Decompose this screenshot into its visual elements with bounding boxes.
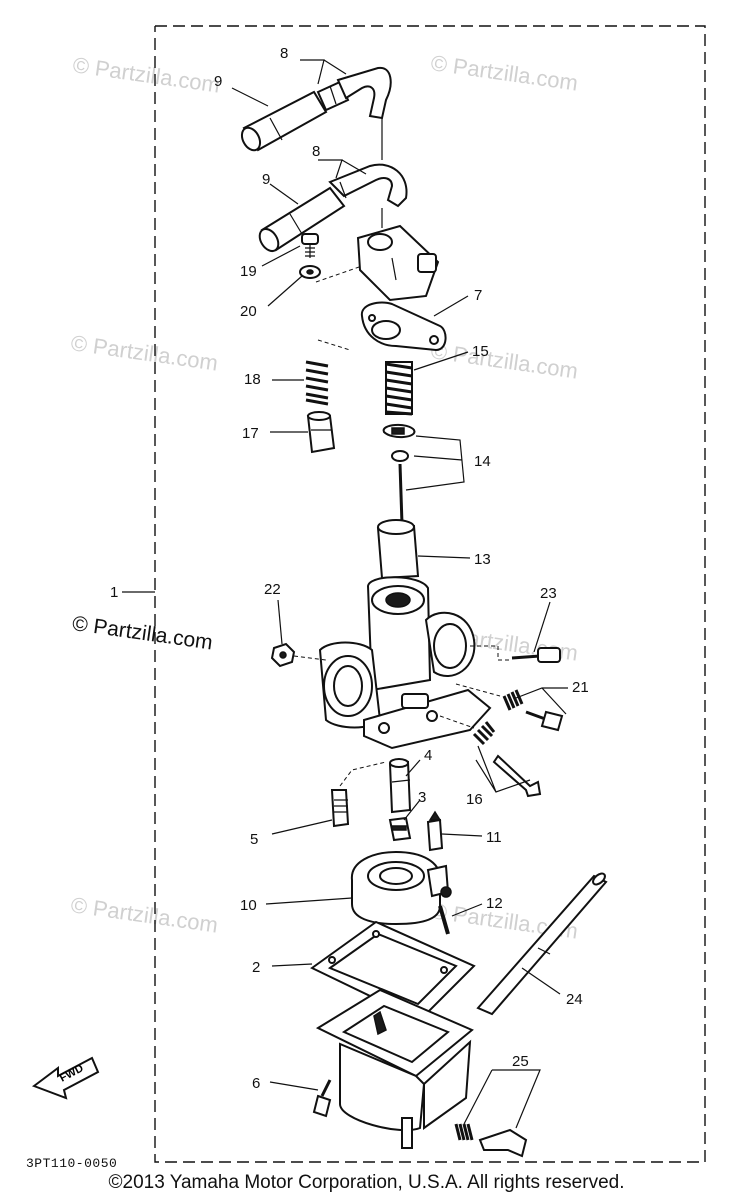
watermark: © Partzilla.com [69, 892, 219, 937]
part-10-float [350, 850, 452, 926]
callout-leaders [231, 59, 568, 1129]
part-9-lower-hose [258, 186, 346, 253]
callout-20: 20 [240, 303, 257, 320]
part-19-screw [301, 233, 319, 258]
callout-3: 3 [418, 789, 426, 806]
front-arrow-icon: FWD [31, 1056, 100, 1100]
leader-dash [455, 683, 501, 697]
callout-1: 1 [110, 584, 118, 601]
part-7-plate [360, 301, 447, 352]
callout-8: 8 [280, 45, 288, 62]
callout-23: 23 [540, 585, 557, 602]
part-float-bowl [315, 988, 474, 1149]
part-25-spring [454, 1123, 474, 1141]
callout-9: 9 [262, 171, 270, 188]
part-16-spring [472, 721, 496, 746]
callout-21: 21 [572, 679, 589, 696]
callout-25: 25 [512, 1053, 529, 1070]
watermark: © Partzilla.com [71, 52, 221, 97]
callout-2: 2 [252, 959, 260, 976]
part-24-hose [476, 872, 608, 1016]
part-2-gasket [310, 920, 476, 1022]
callout-11: 11 [486, 829, 502, 846]
callout-numbers: 8 9 8 9 19 20 7 15 18 17 14 13 22 23 21 … [214, 45, 589, 1092]
part-5-pilot-jet [330, 789, 350, 828]
part-cap [356, 224, 440, 302]
callout-13: 13 [474, 551, 491, 568]
drawing-code: 3PT110-0050 [26, 1156, 118, 1171]
assembly-border [154, 25, 706, 1163]
part-11-float-valve [426, 810, 444, 852]
callout-4: 4 [424, 747, 432, 764]
part-22-nut [270, 642, 296, 668]
part-9-upper-hose [240, 90, 328, 152]
callout-14: 14 [474, 453, 491, 470]
callout-24: 24 [566, 991, 583, 1008]
callout-6: 6 [252, 1075, 260, 1092]
part-16-screw [492, 754, 542, 798]
callout-5: 5 [250, 831, 258, 848]
callout-19: 19 [240, 263, 257, 280]
callout-12: 12 [486, 895, 503, 912]
watermark: © Partzilla.com [429, 50, 579, 95]
callout-8: 8 [312, 143, 320, 160]
watermark: © Partzilla.com [429, 338, 579, 383]
part-15-spring [385, 361, 413, 416]
watermark: © Partzilla.com [69, 330, 219, 375]
part-8-upper-elbow [316, 66, 392, 120]
part-4-jet-holder [388, 758, 412, 814]
part-carburetor-body [318, 576, 492, 750]
part-13-valve [376, 519, 420, 580]
callout-10: 10 [240, 897, 257, 914]
part-14-clip [382, 424, 416, 438]
leader-dash [315, 265, 363, 283]
callout-18: 18 [244, 371, 261, 388]
part-8-lower-elbow [328, 163, 408, 208]
callout-17: 17 [242, 425, 259, 442]
callout-15: 15 [472, 343, 489, 360]
part-18-spring [305, 360, 329, 406]
part-20-washer [299, 265, 321, 279]
part-17-plunger [306, 411, 336, 454]
part-14-washer [391, 450, 409, 462]
part-12-pin [438, 905, 450, 935]
watermark-group: © Partzilla.com © Partzilla.com © Partzi… [69, 50, 579, 943]
leader-dash [470, 645, 512, 661]
leader-dash [339, 761, 387, 787]
copyright-notice: ©2013 Yamaha Motor Corporation, U.S.A. A… [108, 1172, 625, 1193]
part-21-spring [502, 689, 524, 711]
leader-dash [293, 655, 327, 661]
part-25-screw [478, 1128, 528, 1158]
callout-22: 22 [264, 581, 281, 598]
part-6-screw [312, 1079, 332, 1118]
callout-16: 16 [466, 791, 483, 808]
part-14-needle [398, 463, 404, 525]
leader-dash [317, 339, 351, 351]
leader-dash [439, 715, 475, 729]
part-21-screw [525, 710, 564, 732]
callout-7: 7 [474, 287, 482, 304]
callout-9: 9 [214, 73, 222, 90]
part-3-main-jet [388, 816, 412, 842]
part-23-screw [511, 647, 561, 663]
